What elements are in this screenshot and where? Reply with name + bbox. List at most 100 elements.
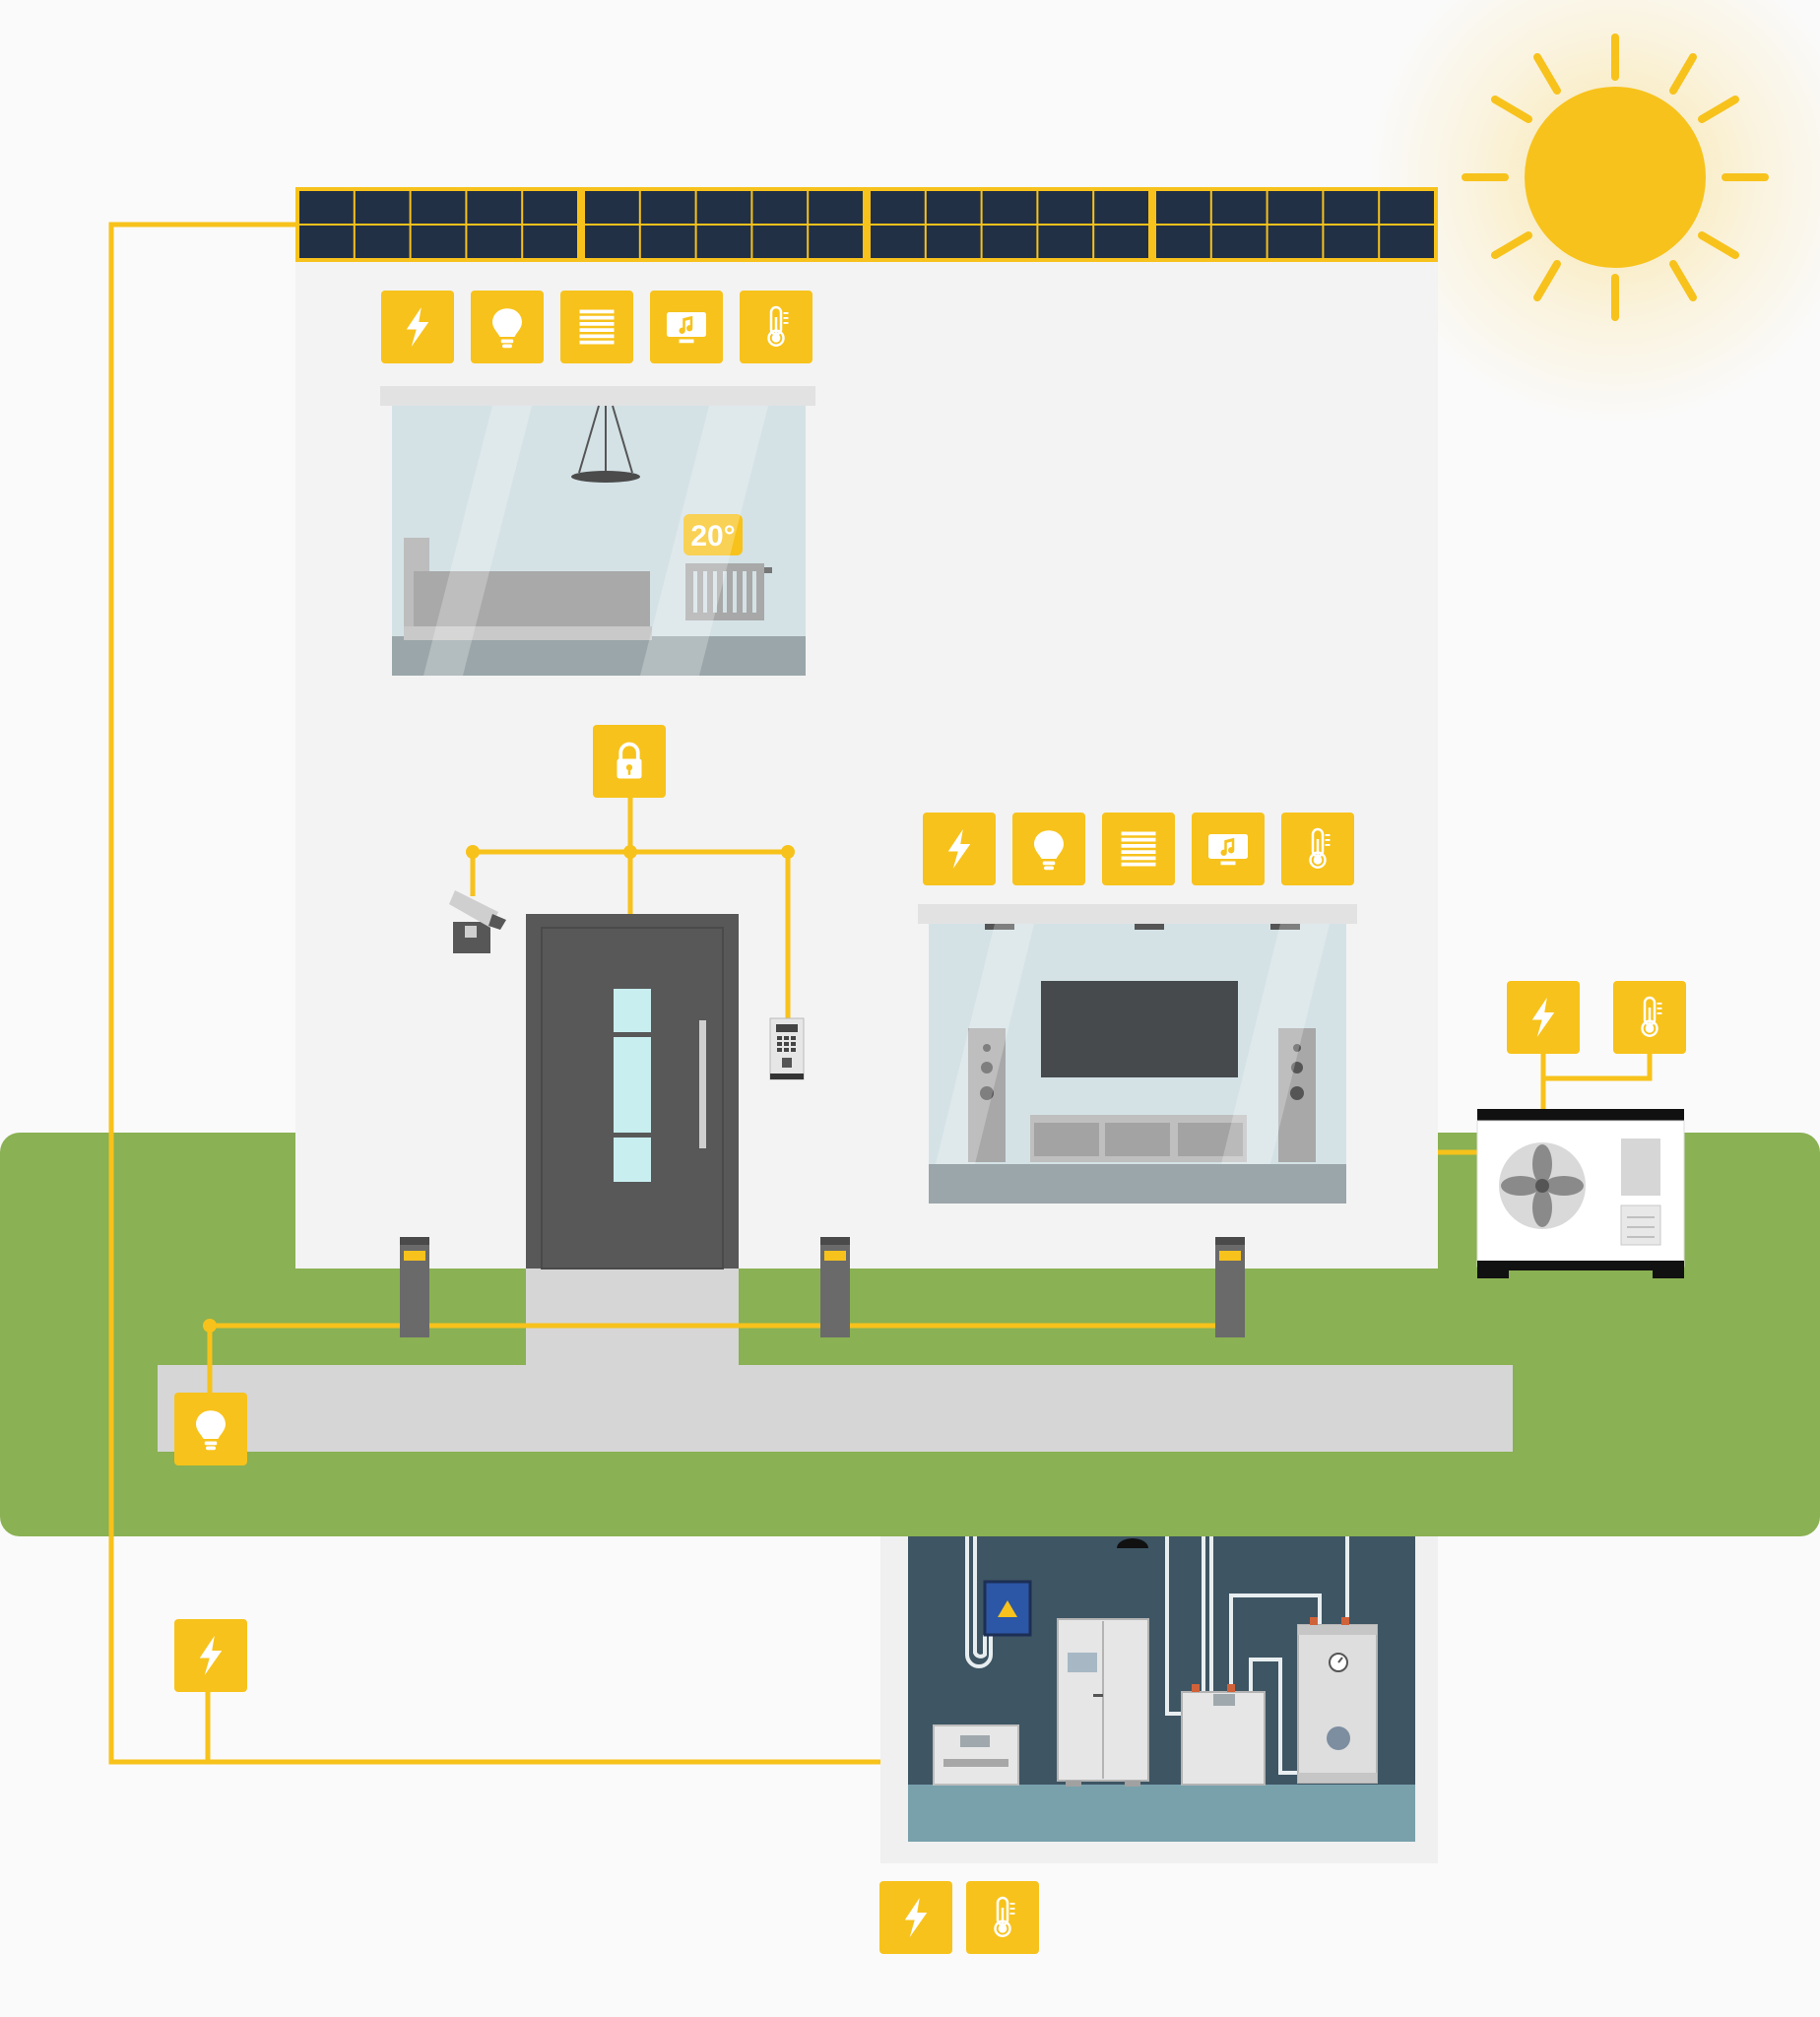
solar-cell <box>871 226 925 258</box>
power-icon[interactable] <box>879 1881 952 1954</box>
living-room-lintel <box>918 904 1357 924</box>
door[interactable] <box>526 914 739 1269</box>
solar-cell <box>1094 191 1148 224</box>
solar-cell <box>1156 191 1210 224</box>
lock-icon[interactable] <box>593 725 666 798</box>
basement-icons <box>879 1881 1039 1954</box>
thermostat-display: 20° <box>683 514 743 555</box>
solar-cell <box>1038 191 1093 224</box>
solar-cell <box>1268 191 1323 224</box>
solar-cell <box>585 191 639 224</box>
thermometer-icon[interactable] <box>740 291 812 363</box>
solar-cell <box>1038 226 1093 258</box>
solar-cell <box>640 191 695 224</box>
entrance <box>449 890 805 1269</box>
solar-array-frame <box>295 187 1438 262</box>
blinds-icon[interactable] <box>1102 813 1175 885</box>
power-icon[interactable] <box>923 813 996 885</box>
glass-reflections <box>423 406 768 676</box>
power-icon[interactable] <box>381 291 454 363</box>
solar-cell <box>523 191 577 224</box>
solar-cell <box>523 226 577 258</box>
bollard-light[interactable] <box>400 1237 429 1337</box>
solar-cell <box>696 226 751 258</box>
solar-cell <box>411 191 466 224</box>
fuse-box <box>983 1580 1032 1637</box>
wiring-junctions <box>203 845 795 1333</box>
solar-panels <box>295 187 1438 262</box>
heat-pump-icons <box>1507 981 1686 1054</box>
tv-stand <box>1030 1115 1247 1162</box>
solar-cell <box>809 226 863 258</box>
solar-cell <box>355 191 410 224</box>
media-icon[interactable] <box>1192 813 1265 885</box>
solar-cell <box>1324 191 1379 224</box>
battery-cabinet <box>1057 1618 1149 1787</box>
bulb-icon[interactable] <box>471 291 544 363</box>
bedroom-floor <box>392 636 806 676</box>
solar-cell <box>640 226 695 258</box>
thermometer-icon[interactable] <box>1281 813 1354 885</box>
solar-cell <box>926 226 981 258</box>
thermometer-icon[interactable] <box>1613 981 1686 1054</box>
bedroom: 20° <box>380 386 815 676</box>
heat-pump[interactable] <box>1476 1109 1685 1278</box>
living-room-floor <box>929 1164 1346 1204</box>
bollard-light[interactable] <box>1215 1237 1245 1337</box>
ceiling-lamp <box>571 405 640 483</box>
solar-cell <box>1324 226 1379 258</box>
keypad[interactable] <box>769 1017 805 1080</box>
solar-cell <box>1211 191 1267 224</box>
solar-cell <box>752 226 808 258</box>
living-room-icons <box>923 813 1354 885</box>
grid-power-icon[interactable] <box>174 1619 247 1692</box>
radiator <box>685 563 772 620</box>
solar-cell <box>585 226 639 258</box>
hot-water-tank <box>1297 1617 1378 1784</box>
solar-cell <box>926 191 981 224</box>
sidewalk <box>158 1365 1513 1452</box>
television <box>1041 981 1238 1077</box>
inverter <box>1181 1684 1266 1786</box>
electric-meter <box>933 1724 1019 1786</box>
solar-cell <box>467 226 522 258</box>
solar-cell <box>1380 191 1434 224</box>
security-camera[interactable] <box>449 890 506 953</box>
solar-cell <box>299 191 354 224</box>
power-icon[interactable] <box>1507 981 1580 1054</box>
solar-cell <box>982 191 1037 224</box>
solar-cell <box>1156 226 1210 258</box>
bed <box>404 538 652 640</box>
solar-cell <box>467 191 522 224</box>
thermostat-reading: 20° <box>690 520 735 553</box>
entrance-path <box>526 1269 739 1367</box>
living-room <box>918 904 1357 1204</box>
solar-cell <box>299 226 354 258</box>
garden-bulb-icon[interactable] <box>174 1393 247 1465</box>
solar-cell <box>1380 226 1434 258</box>
sun-icon <box>1462 33 1769 321</box>
speaker-right <box>1278 1028 1316 1162</box>
solar-cell <box>752 191 808 224</box>
glass-reflections <box>936 924 1330 1164</box>
media-icon[interactable] <box>650 291 723 363</box>
bulb-icon[interactable] <box>1012 813 1085 885</box>
basement-lamp <box>1117 1538 1148 1548</box>
pipes <box>965 1536 1349 1775</box>
sun <box>1369 0 1820 423</box>
basement <box>880 1536 1438 1863</box>
solar-cell <box>1268 226 1323 258</box>
solar-cell <box>982 226 1037 258</box>
solar-cell <box>809 191 863 224</box>
basement-floor <box>908 1785 1415 1842</box>
solar-cell <box>1211 226 1267 258</box>
bollard-light[interactable] <box>820 1237 850 1337</box>
solar-cell <box>871 191 925 224</box>
thermometer-icon[interactable] <box>966 1881 1039 1954</box>
speaker-left <box>968 1028 1006 1162</box>
solar-cell <box>1094 226 1148 258</box>
blinds-icon[interactable] <box>560 291 633 363</box>
solar-cell <box>411 226 466 258</box>
solar-cell <box>696 191 751 224</box>
